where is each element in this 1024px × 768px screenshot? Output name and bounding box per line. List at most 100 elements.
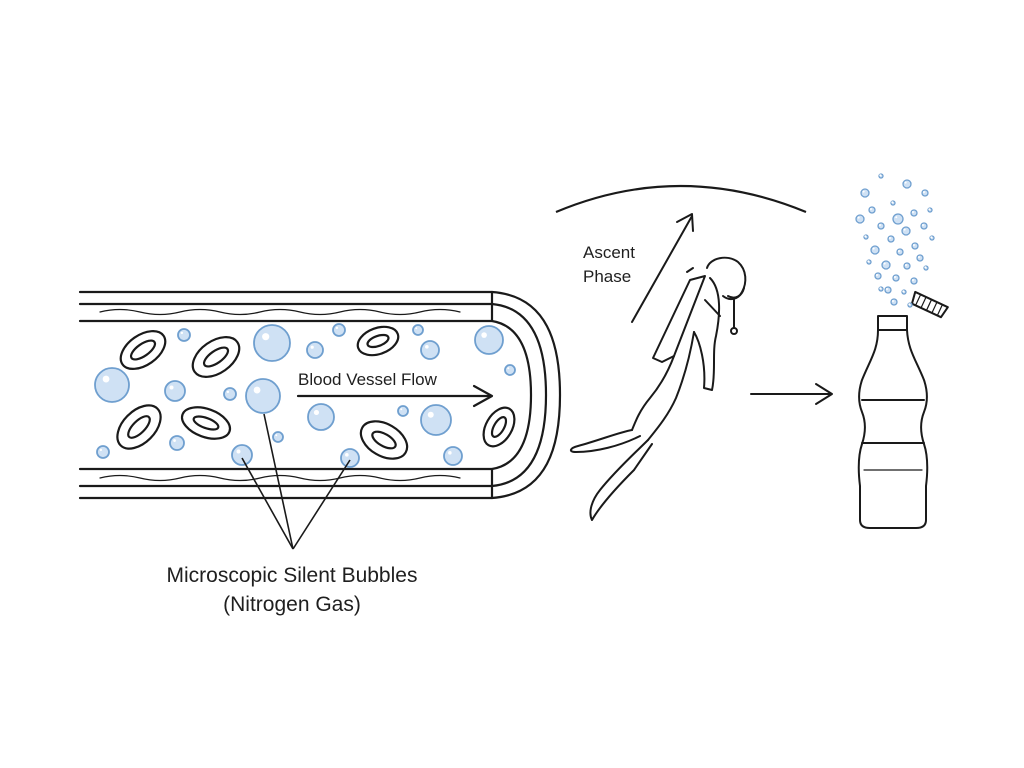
nitrogen-bubble (868, 206, 876, 214)
comparison-arrow (750, 383, 833, 405)
nitrogen-bubble (902, 179, 912, 189)
bottle-cap-icon (910, 290, 949, 319)
nitrogen-bubble (892, 274, 900, 282)
bubble-highlight (872, 247, 875, 250)
bubble-highlight (425, 345, 429, 349)
nitrogen-bubble (397, 405, 409, 417)
bubble-highlight (895, 216, 898, 219)
bubble-highlight (911, 278, 914, 281)
nitrogen-bubble (504, 364, 516, 376)
bubble-highlight (930, 236, 933, 239)
bubble-highlight (226, 390, 230, 394)
ascent-label-line2: Phase (583, 267, 631, 286)
nitrogen-bubble (307, 403, 335, 431)
bubble-highlight (262, 333, 270, 341)
bubble-highlight (345, 453, 349, 457)
nitrogen-bubble (94, 367, 130, 403)
bubble-highlight (921, 223, 924, 226)
nitrogen-bubbles (94, 323, 516, 468)
nitrogen-bubble (881, 260, 891, 270)
bubble-highlight (908, 303, 911, 306)
bubble-highlight (335, 326, 339, 330)
ascent-arrow (631, 213, 694, 323)
nitrogen-bubble (164, 380, 186, 402)
bubble-highlight (102, 375, 110, 383)
bubble-highlight (917, 255, 920, 258)
bubble-highlight (99, 448, 103, 452)
bubble-highlight (904, 263, 907, 266)
soda-bottle-icon (857, 315, 929, 529)
nitrogen-bubble (420, 404, 452, 436)
bubble-highlight (415, 327, 418, 330)
nitrogen-bubble (874, 272, 882, 280)
bubble-highlight (507, 367, 510, 370)
flow-arrow (296, 384, 494, 408)
bubble-highlight (448, 451, 452, 455)
bubble-highlight (897, 249, 900, 252)
bubble-highlight (864, 235, 867, 238)
surface-arc (555, 184, 807, 214)
red-blood-cell (359, 420, 409, 460)
bubble-highlight (481, 332, 487, 338)
nitrogen-bubble (231, 444, 253, 466)
nitrogen-bubble (245, 378, 281, 414)
bubble-highlight (924, 266, 927, 269)
red-blood-cell (191, 336, 241, 378)
bubble-highlight (922, 190, 925, 193)
blood-vessel (78, 290, 562, 500)
bubble-callout-lines (241, 413, 351, 550)
bubble-highlight (236, 449, 241, 454)
red-blood-cell (116, 404, 162, 450)
nitrogen-bubble (910, 209, 918, 217)
red-blood-cell (180, 406, 232, 440)
bubble-highlight (879, 174, 882, 177)
bubble-highlight (911, 210, 914, 213)
nitrogen-bubble (911, 242, 919, 250)
nitrogen-bubble (223, 387, 237, 401)
bubbles-label-line2: (Nitrogen Gas) (223, 593, 361, 616)
bubble-highlight (862, 190, 865, 193)
nitrogen-bubble (903, 262, 911, 270)
nitrogen-bubble (169, 435, 185, 451)
nitrogen-bubble (855, 214, 865, 224)
nitrogen-bubble (910, 277, 918, 285)
bubble-highlight (891, 299, 894, 302)
nitrogen-bubble (870, 245, 880, 255)
fizz-bubbles (855, 173, 935, 308)
nitrogen-bubble (901, 226, 911, 236)
bubble-highlight (878, 223, 881, 226)
nitrogen-bubble (253, 324, 291, 362)
bubble-highlight (893, 275, 896, 278)
nitrogen-bubble (332, 323, 346, 337)
red-blood-cell (119, 330, 167, 370)
bubble-highlight (888, 236, 891, 239)
nitrogen-bubble (916, 254, 924, 262)
nitrogen-bubble (412, 324, 424, 336)
nitrogen-bubble (474, 325, 504, 355)
red-blood-cell (482, 406, 516, 448)
nitrogen-bubble (443, 446, 463, 466)
nitrogen-bubble (921, 189, 929, 197)
bubble-highlight (427, 411, 434, 418)
red-blood-cell (356, 325, 400, 357)
bubble-highlight (879, 287, 882, 290)
bubbles-label-line1: Microscopic Silent Bubbles (167, 564, 418, 587)
bubble-highlight (253, 386, 261, 394)
nitrogen-bubble (340, 448, 360, 468)
nitrogen-bubble (860, 188, 870, 198)
bubble-highlight (173, 439, 176, 442)
vessel-flow-label: Blood Vessel Flow (298, 370, 438, 389)
nitrogen-bubble (877, 222, 885, 230)
bubble-highlight (169, 385, 174, 390)
bubble-highlight (869, 207, 872, 210)
nitrogen-bubble (884, 286, 892, 294)
bubble-highlight (891, 201, 894, 204)
bubble-highlight (867, 260, 870, 263)
bubble-highlight (883, 262, 886, 265)
nitrogen-bubble (920, 222, 928, 230)
nitrogen-bubble (272, 431, 284, 443)
nitrogen-bubble (177, 328, 191, 342)
bubble-highlight (875, 273, 878, 276)
